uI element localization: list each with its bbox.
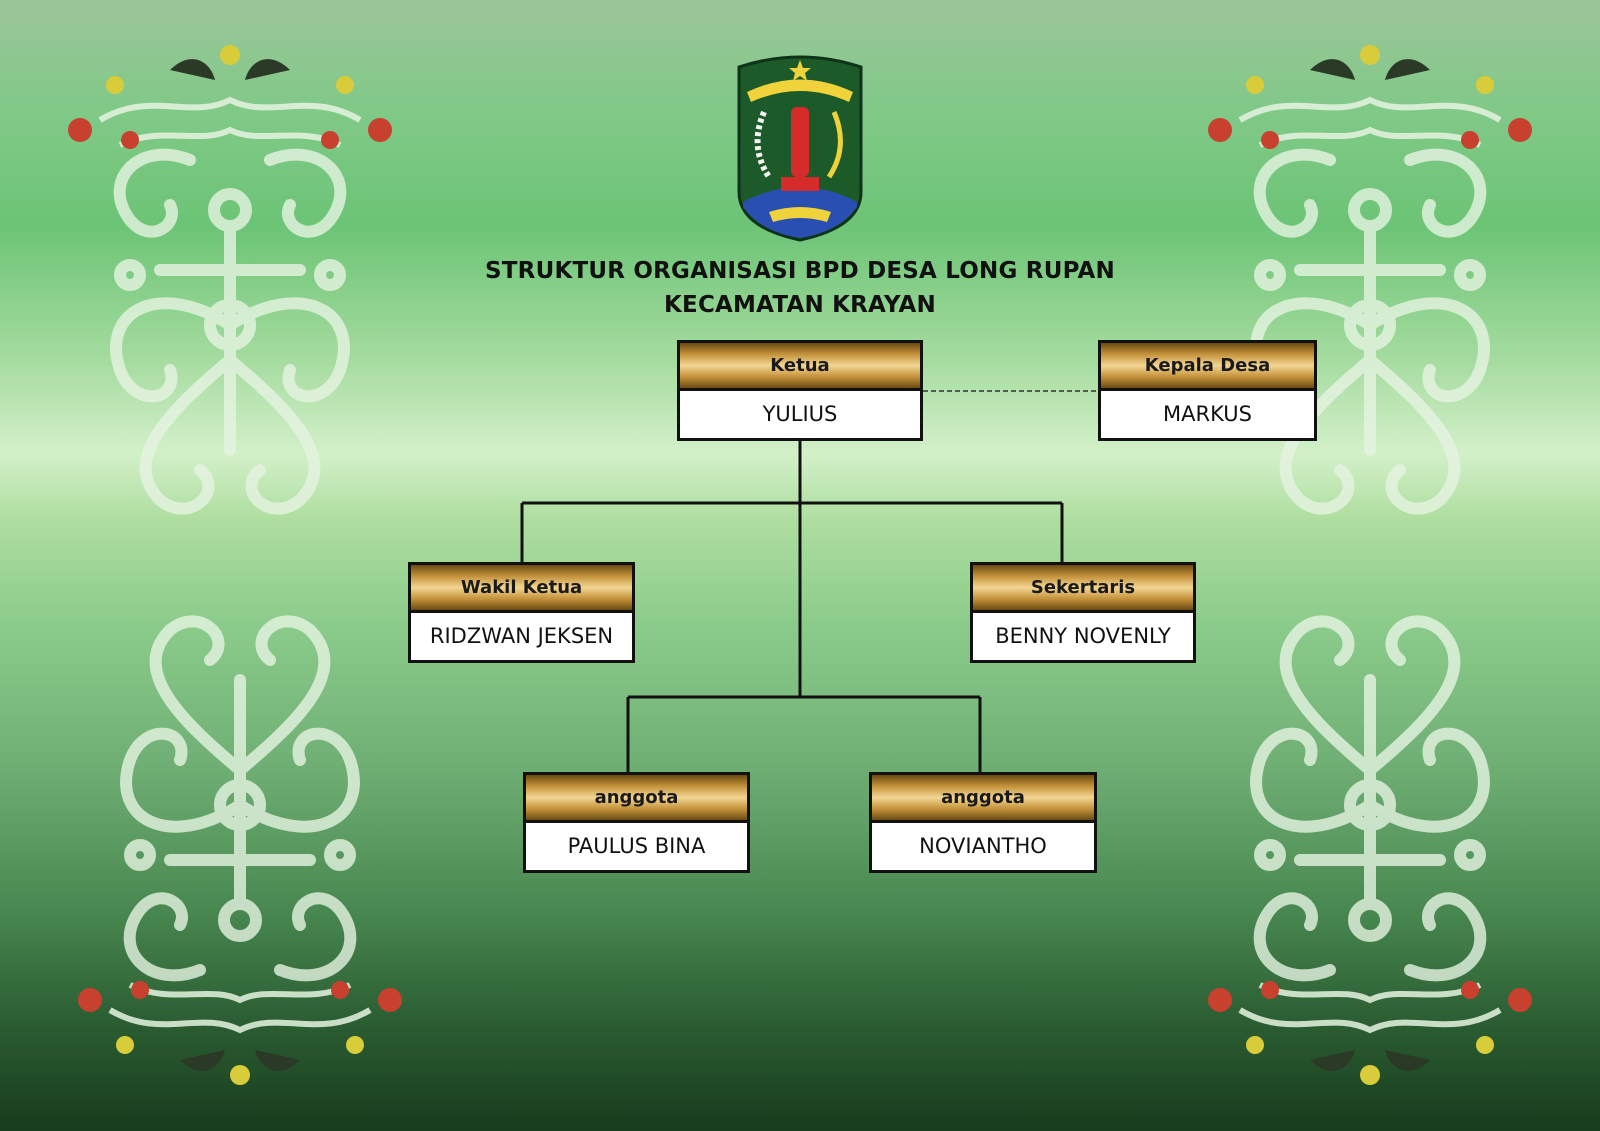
person-name: PAULUS BINA	[567, 834, 706, 858]
org-box-anggota-1: anggota PAULUS BINA	[523, 772, 750, 873]
person-name: BENNY NOVENLY	[995, 624, 1171, 648]
org-box-anggota-2: anggota NOVIANTHO	[869, 772, 1097, 873]
role-label: Ketua	[680, 343, 920, 391]
role-label: Sekertaris	[973, 565, 1193, 613]
role-label: anggota	[872, 775, 1094, 823]
person-name: RIDZWAN JEKSEN	[429, 624, 614, 648]
person-name: YULIUS	[762, 402, 838, 426]
org-box-wakil-ketua: Wakil Ketua RIDZWAN JEKSEN	[408, 562, 635, 663]
kabupaten-nunukan-emblem	[737, 55, 863, 242]
dayak-ornament-top-left	[68, 45, 392, 515]
person-name: MARKUS	[1163, 402, 1252, 426]
chart-title-line1: STRUKTUR ORGANISASI BPD DESA LONG RUPAN	[485, 258, 1115, 284]
org-box-ketua: Ketua YULIUS	[677, 340, 923, 441]
org-box-kepala-desa: Kepala Desa MARKUS	[1098, 340, 1317, 441]
chart-title-line2: KECAMATAN KRAYAN	[664, 292, 936, 318]
role-label: Kepala Desa	[1101, 343, 1314, 391]
dayak-ornament-bottom-left	[78, 615, 402, 1085]
role-label: Wakil Ketua	[411, 565, 632, 613]
dayak-ornament-bottom-right	[1208, 615, 1532, 1085]
role-label: anggota	[526, 775, 747, 823]
org-box-sekertaris: Sekertaris BENNY NOVENLY	[970, 562, 1196, 663]
dayak-ornament-top-right	[1208, 45, 1532, 515]
person-name: NOVIANTHO	[919, 834, 1047, 858]
